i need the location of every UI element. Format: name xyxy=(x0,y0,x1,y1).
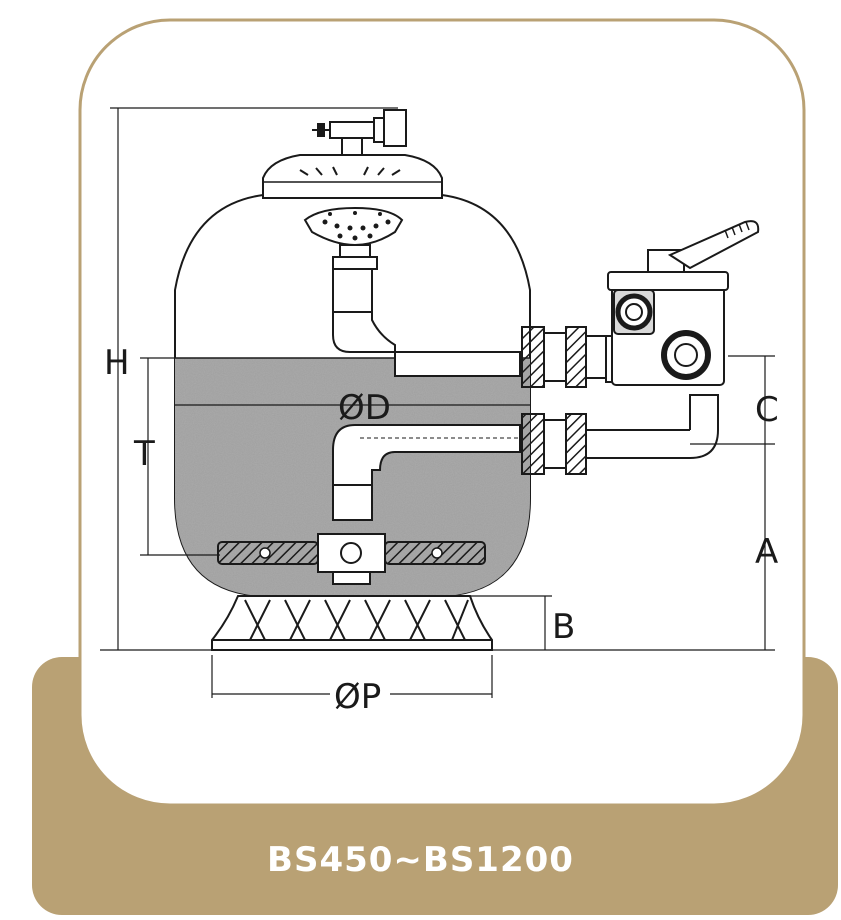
model-range-label: BS450~BS1200 xyxy=(267,840,574,880)
return-pipe xyxy=(689,394,719,459)
laterals-icon xyxy=(217,533,486,585)
tank-lid xyxy=(262,154,443,199)
multiport-valve-icon xyxy=(605,220,760,386)
dimension-lines xyxy=(100,107,775,698)
dim-label-p: ØP xyxy=(334,677,382,717)
dim-label-c: C xyxy=(755,390,779,430)
lower-internal-pipe xyxy=(332,424,521,521)
dim-label-a: A xyxy=(755,532,779,572)
tank-stand xyxy=(211,595,493,651)
lid-vents xyxy=(299,166,401,176)
top-diffuser xyxy=(303,206,404,270)
upper-union-connector xyxy=(521,326,607,388)
dim-label-t: T xyxy=(134,434,155,474)
lower-union-connector xyxy=(521,413,690,475)
dim-label-d: ØD xyxy=(338,388,391,428)
upper-internal-pipe xyxy=(332,268,521,377)
dim-label-h: H xyxy=(104,343,130,383)
dim-label-b: B xyxy=(552,607,576,647)
pressure-gauge-icon xyxy=(312,109,407,156)
